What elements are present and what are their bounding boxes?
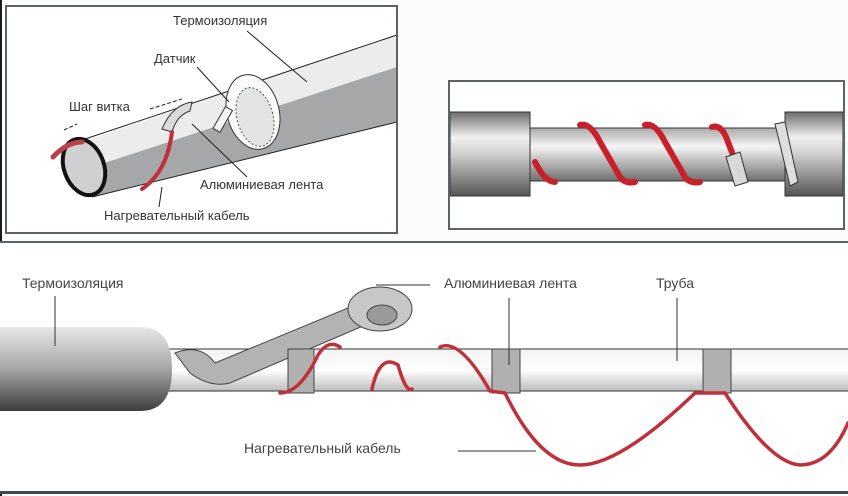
heating-cable [278, 342, 848, 467]
tape-band [491, 348, 521, 394]
label-insulation: Термоизоляция [173, 13, 268, 28]
tape-band [774, 121, 799, 187]
aluminum-tape [725, 151, 749, 187]
spiral-wrap-illustration [450, 111, 843, 197]
panel-linear-layout: Термоизоляция Алюминиевая лента Труба На… [0, 241, 848, 494]
label-winding-pitch: Шаг витка [69, 99, 130, 114]
label-sensor: Датчик [154, 51, 196, 66]
heating-cable-spiral [532, 121, 736, 186]
aluminum-tape [161, 101, 193, 133]
pipe-opening [60, 136, 108, 198]
label-pipe: Труба [656, 275, 695, 291]
label-heating-cable: Нагревательный кабель [104, 208, 250, 223]
label-aluminum-tape: Алюминиевая лента [200, 177, 324, 192]
label-heating-cable: Нагревательный кабель [244, 440, 401, 456]
panel-spiral-wrap [448, 80, 845, 230]
label-insulation: Термоизоляция [22, 275, 124, 291]
pipe-sensor-illustration [50, 30, 396, 208]
sensor [212, 105, 234, 133]
heating-cable [50, 139, 85, 160]
panel-sensor-diagram: Термоизоляция Датчик Шаг витка Алюминиев… [5, 5, 398, 234]
linear-layout-illustration [0, 284, 848, 467]
tape-band [702, 348, 732, 394]
insulation [0, 327, 172, 411]
label-aluminum-tape: Алюминиевая лента [444, 275, 577, 291]
insulation-left [450, 111, 531, 197]
